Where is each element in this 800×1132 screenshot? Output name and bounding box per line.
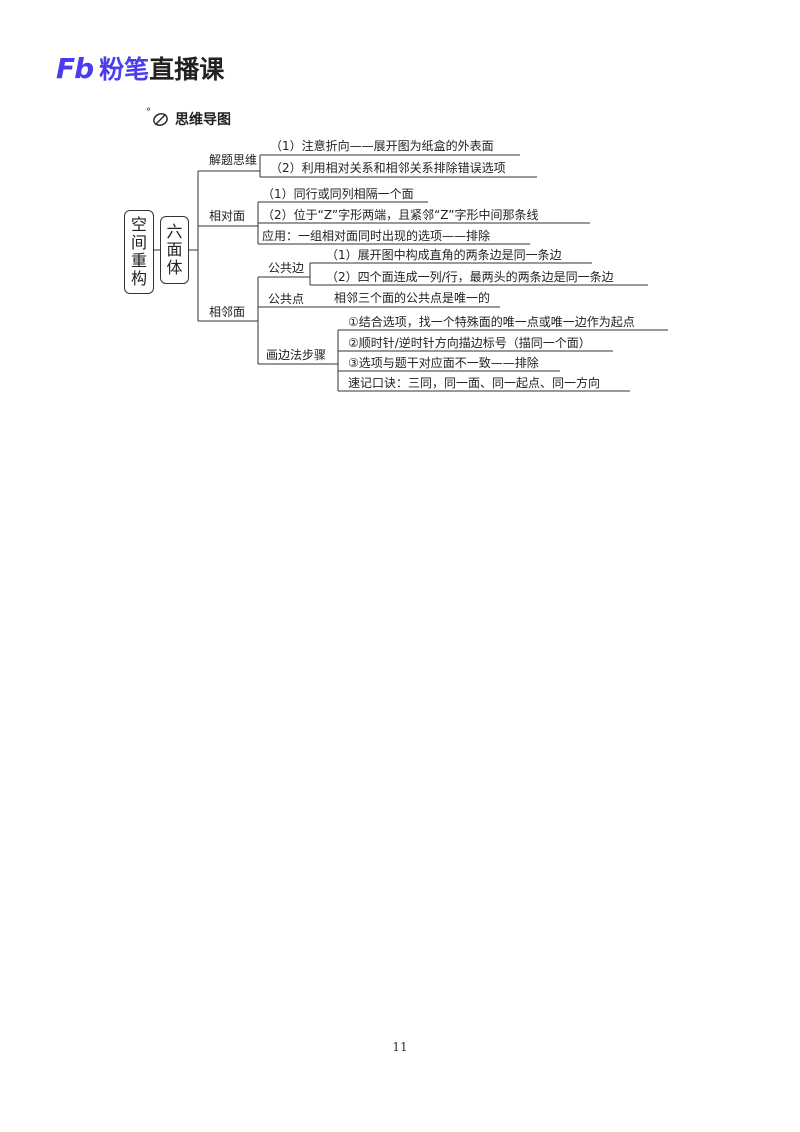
degree-mark: ° (146, 106, 151, 118)
root-char: 面 (166, 240, 183, 259)
sub1-item: （2）四个面连成一列/行，最两头的两条边是同一条边 (326, 270, 614, 284)
root-node-hexahedron: 六 面 体 (160, 216, 189, 284)
branch-label-adjacent-faces: 相邻面 (209, 305, 246, 319)
root-char: 构 (130, 269, 147, 288)
brand-logo: Fb 粉笔直播课 (56, 50, 224, 86)
root-char: 重 (130, 251, 147, 270)
slash-circle-icon (153, 112, 168, 126)
brand-name-rest: 直播课 (149, 55, 225, 84)
sub2-item: 相邻三个面的公共点是唯一的 (334, 291, 491, 305)
sub3-item: ②顺时针/逆时针方向描边标号（描同一个面） (348, 336, 591, 350)
sub3-item: ①结合选项，找一个特殊面的唯一点或唯一边作为起点 (348, 315, 635, 329)
sub3-item: ③选项与题干对应面不一致——排除 (348, 356, 539, 370)
root-node-spatial-reconstruction: 空 间 重 构 (124, 210, 154, 294)
branch2-item: 应用：一组相对面同时出现的选项——排除 (262, 229, 491, 243)
sub-label-common-edge: 公共边 (268, 261, 305, 275)
logo-mark: Fb (56, 51, 94, 85)
branch1-item: （2）利用相对关系和相邻关系排除错误选项 (270, 161, 506, 175)
root-char: 空 (130, 215, 147, 234)
branch2-item: （2）位于“Z”字形两端，且紧邻“Z”字形中间那条线 (262, 208, 539, 222)
section-heading: ° 思维导图 (146, 106, 231, 130)
root-char: 间 (130, 233, 147, 252)
section-title: 思维导图 (175, 112, 231, 128)
root-char: 体 (166, 258, 183, 277)
sub1-item: （1）展开图中构成直角的两条边是同一条边 (326, 248, 562, 262)
sub3-item: 速记口诀：三同，同一面、同一起点、同一方向 (348, 376, 601, 390)
page-number: 11 (392, 1040, 408, 1054)
root-char: 六 (166, 222, 183, 241)
branch-label-solving-thinking: 解题思维 (209, 153, 258, 167)
mindmap-connectors (153, 154, 668, 392)
brand-name: 粉笔直播课 (99, 50, 224, 86)
brand-name-accent: 粉笔 (99, 55, 150, 84)
branch2-item: （1）同行或同列相隔一个面 (262, 187, 414, 201)
sub-label-common-vertex: 公共点 (268, 292, 305, 306)
sub-label-edge-drawing-steps: 画边法步骤 (266, 348, 327, 362)
branch-label-opposite-faces: 相对面 (209, 209, 246, 223)
branch1-item: （1）注意折向——展开图为纸盒的外表面 (270, 139, 494, 153)
